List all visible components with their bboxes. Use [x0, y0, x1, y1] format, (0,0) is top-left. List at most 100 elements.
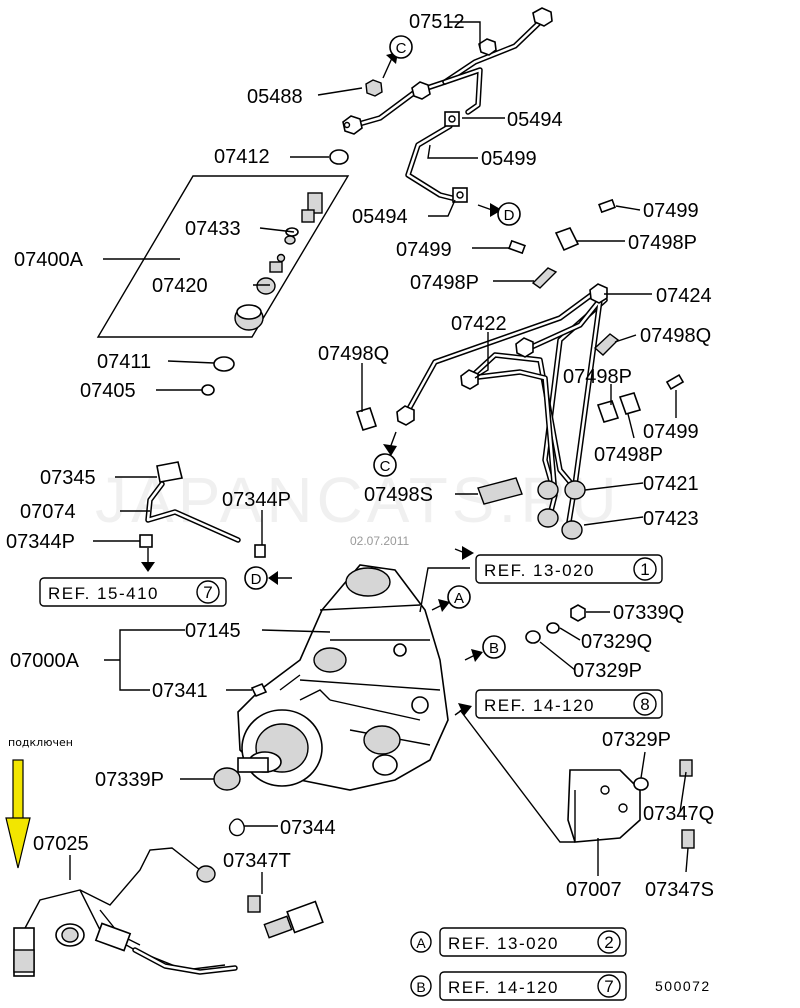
bolt-07499-c [665, 373, 685, 391]
callout-c-top: C [389, 35, 413, 59]
washer-07329q [546, 622, 560, 634]
label-07411[interactable]: 07411 [97, 351, 151, 373]
label-07499-a[interactable]: 07499 [643, 200, 699, 222]
clamp-07498q-b [593, 333, 620, 356]
nut-05488 [365, 79, 383, 97]
callout-b: B [482, 635, 506, 659]
label-07400a[interactable]: 07400A [14, 249, 84, 271]
label-07329p-b[interactable]: 07329P [602, 729, 671, 751]
label-05499[interactable]: 05499 [481, 148, 537, 170]
label-07512[interactable]: 07512 [409, 11, 465, 33]
connected-note: подключен [8, 736, 73, 749]
svg-text:1: 1 [640, 560, 649, 579]
ref-box-14-120-8[interactable]: REF. 14-120 8 [475, 689, 663, 719]
label-07339p[interactable]: 07339P [95, 769, 164, 791]
label-07344p-a[interactable]: 07344P [222, 489, 291, 511]
injection-pipe-set [342, 7, 553, 135]
gasket-07411 [213, 356, 235, 372]
svg-text:7: 7 [604, 977, 613, 996]
label-07422[interactable]: 07422 [451, 313, 507, 335]
clamp-07498q-a [355, 407, 378, 431]
hose-clip-upper [444, 111, 460, 127]
label-05494-a[interactable]: 05494 [507, 109, 563, 131]
legend-b-ref-14-120-7[interactable]: B REF. 14-120 7 [410, 971, 627, 1001]
label-07347s[interactable]: 07347S [645, 879, 714, 901]
bracket-07345 [156, 461, 183, 483]
label-07499-b[interactable]: 07499 [396, 239, 452, 261]
label-07433[interactable]: 07433 [185, 218, 241, 240]
svg-text:D: D [504, 207, 515, 224]
bolt-07499-b [508, 239, 526, 255]
svg-text:B: B [489, 640, 499, 657]
svg-text:REF. 15-410: REF. 15-410 [48, 584, 159, 603]
label-07498p-a[interactable]: 07498P [628, 232, 697, 254]
label-07345[interactable]: 07345 [40, 467, 96, 489]
label-07498q-a[interactable]: 07498Q [318, 343, 389, 365]
bolt-07347t [247, 895, 261, 913]
label-07145[interactable]: 07145 [185, 620, 241, 642]
leader-lines [69, 21, 689, 894]
diagram-number: 500072 [655, 978, 711, 994]
label-07347t[interactable]: 07347T [223, 850, 291, 872]
svg-text:B: B [416, 979, 425, 995]
svg-text:8: 8 [640, 695, 649, 714]
label-07341[interactable]: 07341 [152, 680, 208, 702]
washer-07405 [201, 384, 215, 396]
label-07344p-b[interactable]: 07344P [6, 531, 75, 553]
label-07424[interactable]: 07424 [656, 285, 712, 307]
label-07498p-d[interactable]: 07498P [594, 444, 663, 466]
callout-d-left: D [244, 566, 268, 590]
label-07498p-b[interactable]: 07498P [410, 272, 479, 294]
label-07498s[interactable]: 07498S [364, 484, 433, 506]
label-07000a[interactable]: 07000A [10, 650, 80, 672]
svg-text:7: 7 [203, 583, 212, 602]
clamp-07498s [477, 477, 523, 505]
label-07339q[interactable]: 07339Q [613, 602, 684, 624]
label-07499-c[interactable]: 07499 [643, 421, 699, 443]
label-07420[interactable]: 07420 [152, 275, 208, 297]
washer-07329p-b [633, 777, 649, 791]
label-07007[interactable]: 07007 [566, 879, 622, 901]
callout-a: A [447, 585, 471, 609]
clip-07344p-a [254, 544, 266, 558]
label-07074[interactable]: 07074 [20, 501, 76, 523]
label-07329p-a[interactable]: 07329P [573, 660, 642, 682]
bracket-07007 [567, 769, 641, 843]
svg-text:REF. 13-020: REF. 13-020 [484, 561, 595, 580]
svg-text:A: A [454, 590, 464, 607]
callout-d-right: D [497, 202, 521, 226]
pipe-nuts [396, 283, 608, 540]
svg-text:C: C [396, 40, 407, 57]
label-05488[interactable]: 05488 [247, 86, 303, 108]
washer-07329p-a [525, 630, 541, 644]
label-07421[interactable]: 07421 [643, 473, 699, 495]
clip-07344 [228, 818, 245, 837]
svg-text:REF. 14-120: REF. 14-120 [484, 696, 595, 715]
legend-a-ref-13-020-2[interactable]: A REF. 13-020 2 [410, 927, 627, 957]
label-07498q-b[interactable]: 07498Q [640, 325, 711, 347]
label-07412[interactable]: 07412 [214, 146, 270, 168]
svg-text:2: 2 [604, 933, 613, 952]
label-07423[interactable]: 07423 [643, 508, 699, 530]
label-07344[interactable]: 07344 [280, 817, 336, 839]
nut-07339q [570, 604, 586, 622]
label-07498p-c[interactable]: 07498P [563, 366, 632, 388]
svg-text:A: A [416, 935, 426, 951]
label-05494-b[interactable]: 05494 [352, 206, 408, 228]
label-07405[interactable]: 07405 [80, 380, 136, 402]
ref-box-13-020-1[interactable]: REF. 13-020 1 [475, 554, 663, 584]
injector-parts [234, 192, 323, 331]
svg-text:D: D [251, 571, 262, 588]
label-07329q[interactable]: 07329Q [581, 631, 652, 653]
date-stamp: 02.07.2011 [350, 534, 409, 548]
injector-kit-frame [96, 175, 350, 338]
svg-text:REF. 14-120: REF. 14-120 [448, 978, 559, 997]
svg-text:REF. 13-020: REF. 13-020 [448, 934, 559, 953]
injection-pump [237, 564, 449, 791]
clamp-07498p-c [596, 400, 620, 423]
label-07347q[interactable]: 07347Q [643, 803, 714, 825]
key-07341 [250, 682, 268, 698]
ref-box-15-410-7[interactable]: REF. 15-410 7 [39, 577, 227, 607]
label-07025[interactable]: 07025 [33, 833, 89, 855]
highlight-arrow-icon [5, 759, 31, 869]
